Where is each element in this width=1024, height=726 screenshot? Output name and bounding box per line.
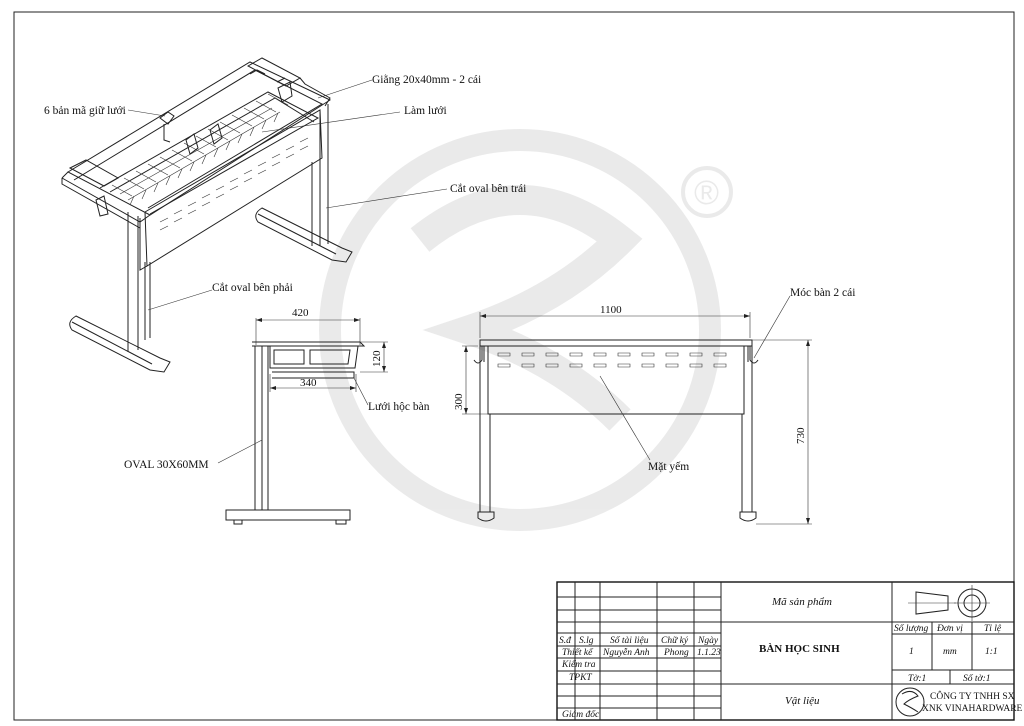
row-thiet-ke: Thiết kế	[562, 647, 594, 658]
dim-side-width: 420	[292, 307, 309, 319]
leader-oval	[217, 439, 263, 464]
side-view: 420 120 340	[225, 307, 388, 525]
leader-lam-luoi	[261, 111, 401, 133]
sheet-border	[13, 11, 1015, 721]
dim-side-height: 120	[371, 350, 383, 367]
company-line2: XNK VINAHARDWARE	[922, 704, 1023, 714]
leader-cat-oval-trai	[325, 188, 448, 209]
front-view: 1100 300 730	[453, 304, 812, 525]
col-so-tai-lieu: Số tài liệu	[610, 635, 649, 646]
company-logo-icon	[895, 687, 925, 717]
dim-side-inner: 340	[300, 377, 317, 389]
callout-moc-ban: Móc bàn 2 cái	[790, 287, 855, 299]
so-luong-value: 1	[909, 647, 914, 657]
col-sd: S.đ	[559, 636, 572, 646]
design-date: 1.1.23	[697, 648, 721, 658]
watermark-registered: ®	[694, 174, 719, 212]
row-kiem-tra: Kiểm tra	[561, 659, 596, 670]
dim-front-apron: 300	[453, 393, 465, 410]
callout-mat-yem: Mặt yếm	[648, 460, 689, 473]
so-to-value: Số tờ:1	[963, 673, 991, 684]
to-value: Tờ:1	[908, 674, 926, 684]
col-slg: S.lg	[579, 636, 594, 646]
company-line1: CÔNG TY TNHH SX	[930, 690, 1015, 702]
vat-lieu-label: Vật liệu	[785, 695, 820, 707]
leader-cat-oval-phai	[147, 289, 213, 311]
signer-name: Phong	[663, 648, 689, 658]
so-luong-label: Số lượng	[894, 623, 929, 634]
leader-ban-ma	[127, 109, 166, 117]
callout-cat-oval-phai: Cắt oval bên phải	[212, 281, 293, 294]
callout-oval: OVAL 30X60MM	[124, 459, 209, 471]
col-chu-ky: Chữ ký	[661, 636, 689, 646]
callout-giang: Giằng 20x40mm - 2 cái	[372, 73, 481, 86]
ti-le-label: Tỉ lệ	[984, 624, 1002, 634]
callout-luoi-hoc-ban: Lưới hộc bàn	[368, 401, 430, 413]
col-ngay: Ngày	[697, 636, 719, 646]
row-tpkt: TPKT	[569, 673, 592, 683]
don-vi-label: Đơn vị	[936, 624, 963, 634]
watermark-logo: ®	[319, 129, 733, 531]
callout-cat-oval-trai: Cắt oval bên trái	[450, 182, 526, 195]
ma-san-pham-label: Mã sản phẩm	[771, 596, 832, 608]
dim-front-width: 1100	[600, 304, 622, 316]
leader-mat-yem	[599, 375, 651, 461]
callout-lam-luoi: Làm lưới	[404, 105, 447, 117]
ti-le-value: 1:1	[985, 647, 998, 657]
dim-front-height: 730	[795, 427, 807, 444]
callout-ban-ma: 6 bản mã giữ lưới	[44, 105, 126, 117]
isometric-view	[61, 57, 353, 373]
title-block: S.đ S.lg Số tài liệu Chữ ký Ngày Thiết k…	[556, 581, 1023, 721]
row-giam-doc: Giám đốc	[562, 709, 600, 720]
leader-giang	[317, 79, 373, 99]
don-vi-value: mm	[943, 647, 957, 657]
product-name: BÀN HỌC SINH	[759, 643, 840, 655]
leader-luoi-hoc-ban	[353, 377, 369, 406]
leader-moc-ban	[753, 295, 791, 359]
designer-name: Nguyễn Anh	[602, 647, 650, 658]
